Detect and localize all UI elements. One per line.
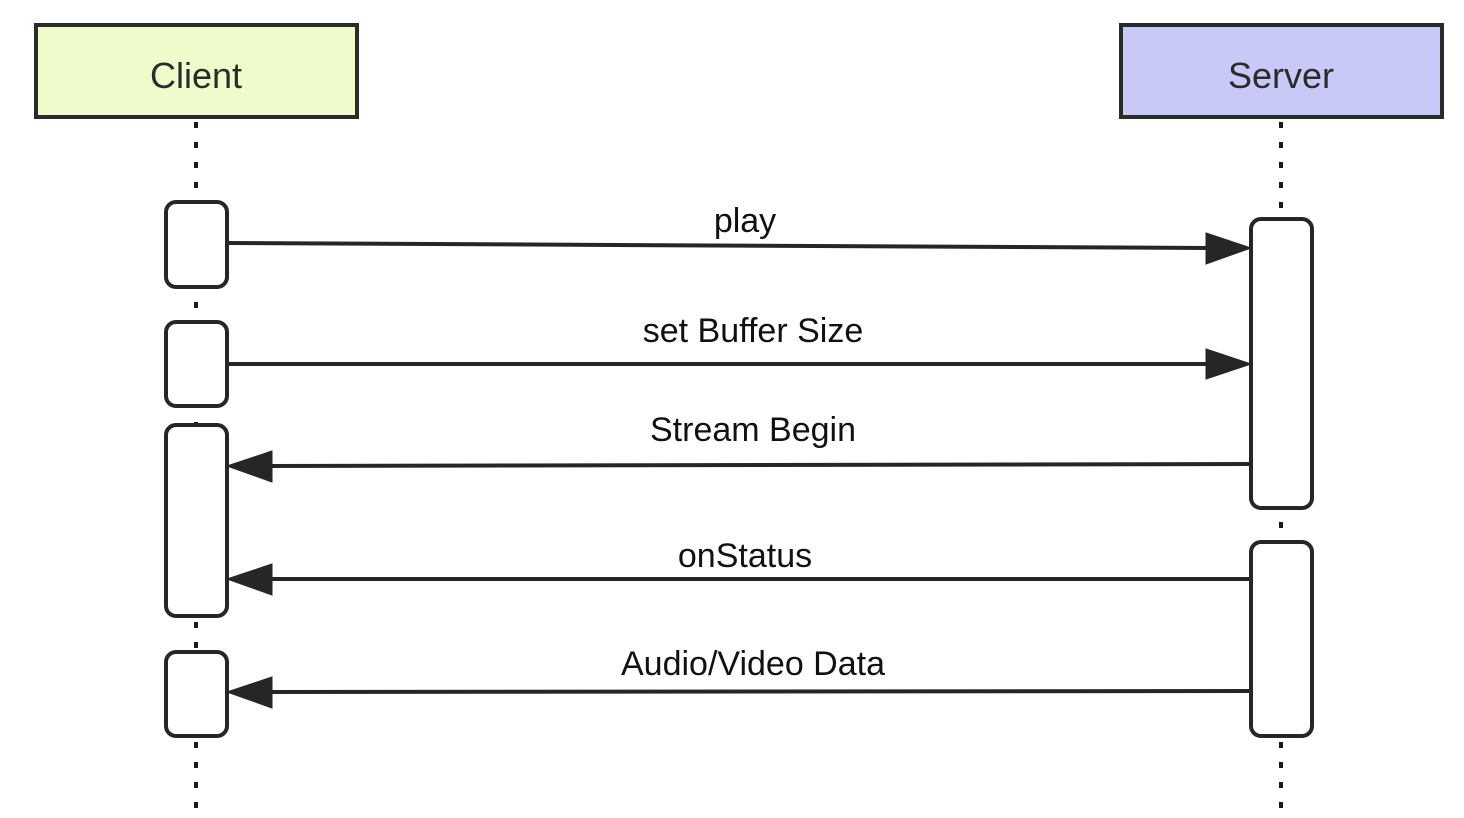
client-label: Client — [150, 55, 242, 96]
message-label: play — [714, 202, 776, 240]
message-label: Stream Begin — [650, 411, 856, 449]
message-label: Audio/Video Data — [621, 645, 885, 683]
server-box — [1119, 23, 1444, 119]
client-activation-bar — [164, 650, 229, 738]
participant-server: Server — [1119, 23, 1444, 119]
message-play: play — [226, 202, 1253, 265]
participant-client: Client — [34, 23, 359, 119]
message-arrow-line — [269, 689, 1252, 694]
message-set-buffer-size: set Buffer Size — [227, 312, 1253, 380]
message-arrow-line — [226, 241, 1209, 250]
server-activation-bar — [1249, 540, 1314, 738]
message-on-status: onStatus — [225, 537, 1251, 596]
arrowhead-right-icon — [1205, 232, 1253, 265]
arrowhead-left-icon — [225, 563, 273, 596]
message-label: onStatus — [678, 537, 812, 575]
client-box — [34, 23, 359, 119]
arrowhead-left-icon — [225, 676, 273, 709]
message-label: set Buffer Size — [643, 312, 864, 350]
arrowhead-right-icon — [1205, 348, 1253, 380]
server-label: Server — [1228, 55, 1334, 96]
arrowhead-left-icon — [225, 450, 273, 483]
message-stream-begin: Stream Begin — [225, 411, 1252, 483]
client-activation-bar — [164, 320, 229, 408]
client-activation-bar — [164, 200, 229, 289]
server-activation-bar — [1249, 217, 1314, 510]
client-activation-bar — [164, 423, 229, 618]
message-audio-video-data: Audio/Video Data — [225, 645, 1252, 709]
message-arrow-line — [269, 462, 1252, 468]
